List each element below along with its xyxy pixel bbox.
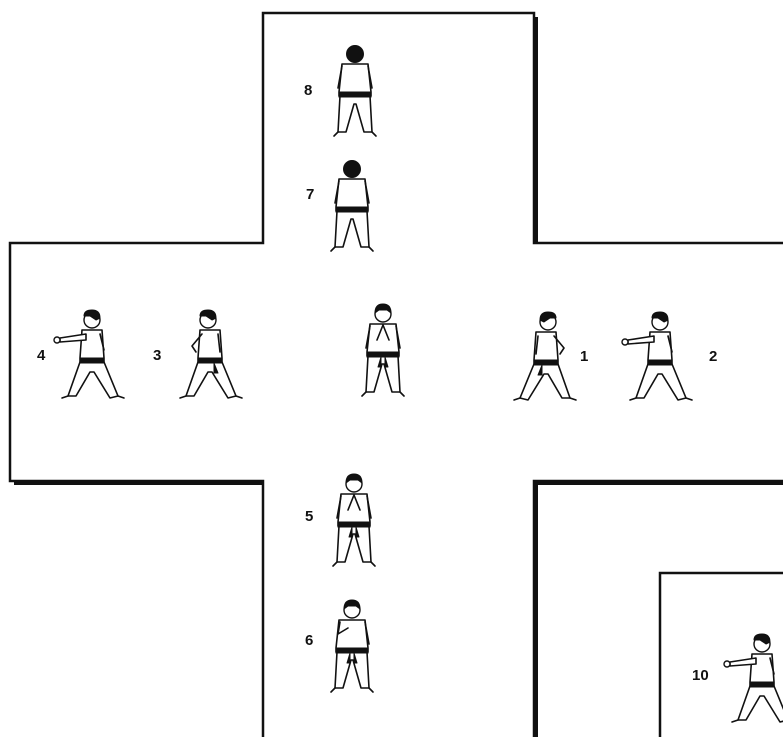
step-label-5: 5 xyxy=(305,508,313,525)
step-label-2: 2 xyxy=(709,348,717,365)
step-label-10: 10 xyxy=(692,667,709,684)
step-label-8: 8 xyxy=(304,82,312,99)
step-label-3: 3 xyxy=(153,347,161,364)
step-label-1: 1 xyxy=(580,348,588,365)
step-label-7: 7 xyxy=(306,186,314,203)
step-label-6: 6 xyxy=(305,632,313,649)
step-label-4: 4 xyxy=(37,347,46,364)
